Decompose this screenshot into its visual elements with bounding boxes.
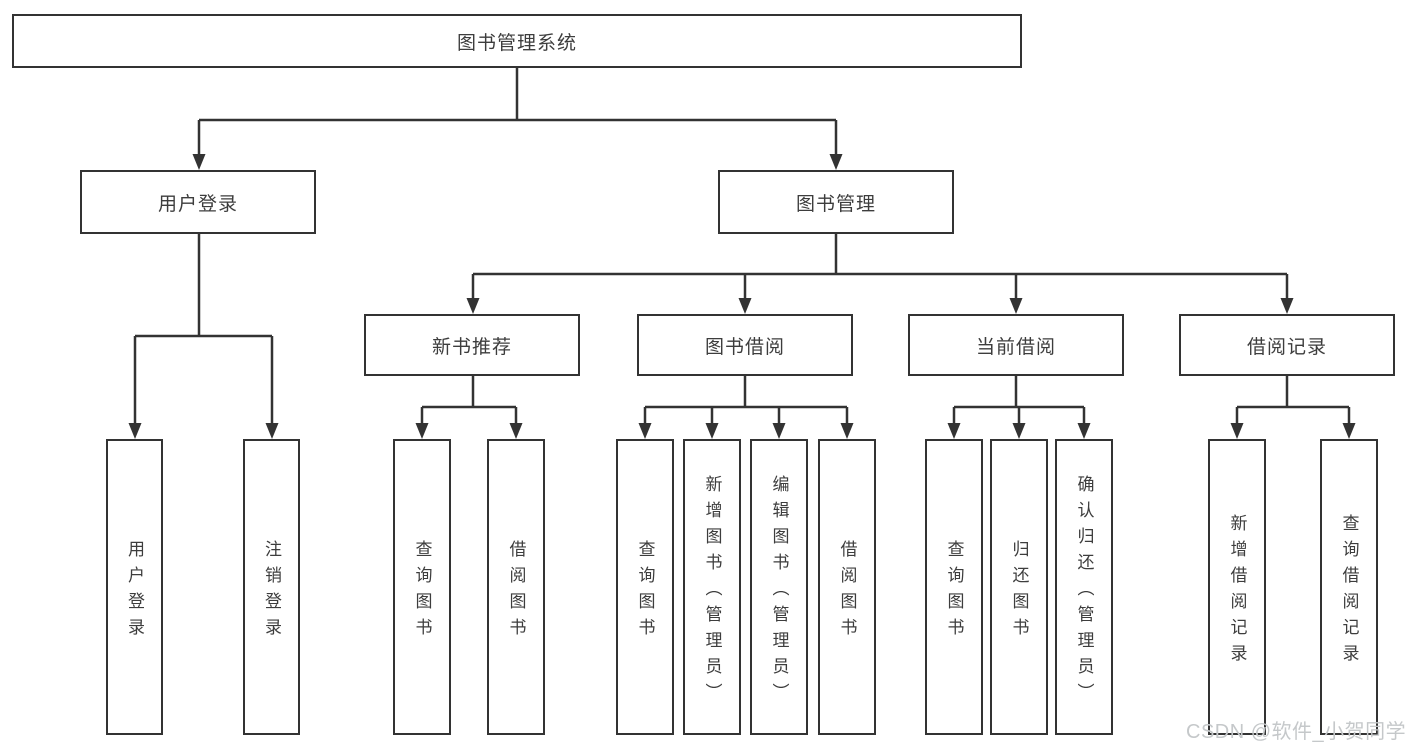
leaf-recommend-borrow-books: 借阅图书 (487, 439, 545, 735)
leaf-borrow-add-books: 新增图书（管理员） (683, 439, 741, 735)
leaf-borrow-query-books: 查询图书 (616, 439, 674, 735)
node-borrow-records-label: 借阅记录 (1246, 336, 1327, 358)
leaf-user-login: 用户登录 (106, 439, 163, 735)
node-new-book-recommend: 新书推荐 (364, 314, 580, 376)
node-root: 图书管理系统 (12, 14, 1022, 68)
leaf-records-query-record-label: 查询借阅记录 (1339, 513, 1359, 670)
node-current-borrow: 当前借阅 (908, 314, 1124, 376)
node-book-borrow: 图书借阅 (637, 314, 853, 376)
node-user-login: 用户登录 (80, 170, 316, 234)
leaf-borrow-edit-books-label: 编辑图书（管理员） (769, 474, 789, 709)
leaf-recommend-query-books-label: 查询图书 (412, 539, 432, 644)
leaf-current-confirm-return: 确认归还（管理员） (1055, 439, 1113, 735)
node-book-management: 图书管理 (718, 170, 954, 234)
csdn-watermark: CSDN @软件_小贺同学 (1186, 721, 1405, 743)
node-user-login-label: 用户登录 (157, 193, 238, 215)
leaf-current-query-books: 查询图书 (925, 439, 983, 735)
leaf-records-query-record: 查询借阅记录 (1320, 439, 1378, 735)
leaf-recommend-query-books: 查询图书 (393, 439, 451, 735)
node-book-management-label: 图书管理 (795, 193, 876, 215)
leaf-records-add-record-label: 新增借阅记录 (1227, 513, 1247, 670)
leaf-user-login-label: 用户登录 (125, 539, 144, 644)
leaf-logout-label: 注销登录 (262, 539, 281, 644)
leaf-borrow-query-books-label: 查询图书 (635, 539, 655, 644)
leaf-current-query-books-label: 查询图书 (944, 539, 964, 644)
node-root-label: 图书管理系统 (456, 32, 577, 54)
leaf-logout: 注销登录 (243, 439, 300, 735)
node-current-borrow-label: 当前借阅 (975, 336, 1056, 358)
leaf-borrow-borrow-books: 借阅图书 (818, 439, 876, 735)
node-new-book-recommend-label: 新书推荐 (431, 336, 512, 358)
leaf-current-confirm-return-label: 确认归还（管理员） (1074, 474, 1094, 709)
leaf-records-add-record: 新增借阅记录 (1208, 439, 1266, 735)
node-borrow-records: 借阅记录 (1179, 314, 1395, 376)
leaf-recommend-borrow-books-label: 借阅图书 (506, 539, 526, 644)
leaf-borrow-edit-books: 编辑图书（管理员） (750, 439, 808, 735)
leaf-current-return-books: 归还图书 (990, 439, 1048, 735)
node-book-borrow-label: 图书借阅 (704, 336, 785, 358)
leaf-borrow-borrow-books-label: 借阅图书 (837, 539, 857, 644)
leaf-borrow-add-books-label: 新增图书（管理员） (702, 474, 722, 709)
leaf-current-return-books-label: 归还图书 (1009, 539, 1029, 644)
